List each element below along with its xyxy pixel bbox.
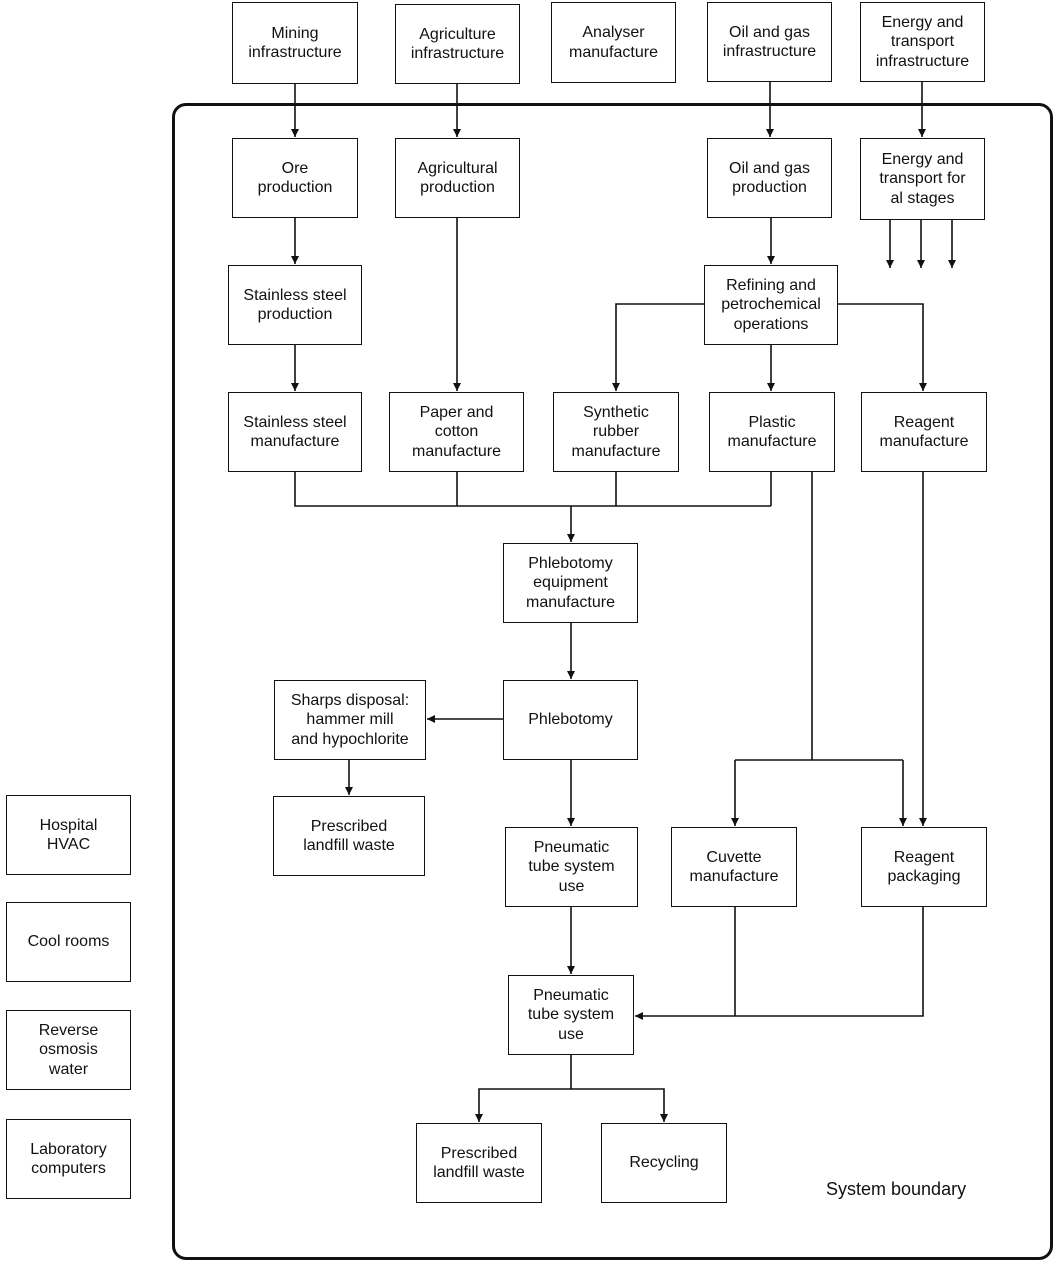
arrow-connector	[635, 907, 924, 1020]
node-label: Oil and gas infrastructure	[722, 23, 817, 61]
node-label: Paper and cotton manufacture	[412, 403, 501, 460]
line-connector	[294, 472, 771, 507]
node-label: Stainless steel production	[243, 286, 347, 324]
node-label: Plastic manufacture	[727, 413, 817, 451]
node-label: Phlebotomy equipment manufacture	[526, 554, 615, 611]
node-label: Reagent packaging	[887, 848, 961, 886]
node-prescribed-landfill-waste-2: Prescribed landfill waste	[416, 1123, 542, 1203]
node-label: Ore production	[257, 159, 333, 197]
node-label: Agricultural production	[417, 159, 498, 197]
node-ore-production: Ore production	[232, 138, 358, 218]
node-oil-gas-infra: Oil and gas infrastructure	[707, 2, 832, 82]
node-label: Prescribed landfill waste	[433, 1144, 525, 1182]
node-oil-gas-production: Oil and gas production	[707, 138, 832, 218]
system-boundary-label: System boundary	[826, 1179, 967, 1199]
node-pneumatic-tube-use-2: Pneumatic tube system use	[508, 975, 634, 1055]
node-label: Hospital HVAC	[39, 816, 98, 854]
node-refining-petrochemical: Refining and petrochemical operations	[704, 265, 838, 345]
node-label: Oil and gas production	[729, 159, 810, 197]
node-synthetic-rubber-manufacture: Synthetic rubber manufacture	[553, 392, 679, 472]
node-phlebotomy-equipment-manufacture: Phlebotomy equipment manufacture	[503, 543, 638, 623]
node-label: Stainless steel manufacture	[243, 413, 347, 451]
node-energy-transport-stages: Energy and transport for al stages	[860, 138, 985, 220]
node-paper-cotton-manufacture: Paper and cotton manufacture	[389, 392, 524, 472]
node-energy-transport-infra: Energy and transport infrastructure	[860, 2, 985, 82]
node-label: Energy and transport for al stages	[879, 150, 966, 207]
node-sharps-disposal: Sharps disposal: hammer mill and hypochl…	[274, 680, 426, 760]
node-label: Reverse osmosis water	[38, 1021, 99, 1078]
node-label: Synthetic rubber manufacture	[571, 403, 661, 460]
node-label: Phlebotomy	[528, 711, 613, 729]
node-label: Recycling	[629, 1154, 699, 1172]
node-laboratory-computers: Laboratory computers	[6, 1119, 131, 1199]
node-label: Sharps disposal: hammer mill and hypochl…	[290, 691, 410, 748]
system-boundary	[172, 103, 1053, 1260]
node-label: Analyser manufacture	[569, 24, 658, 61]
node-reverse-osmosis-water: Reverse osmosis water	[6, 1010, 131, 1090]
node-label: Mining infrastructure	[248, 24, 342, 62]
node-label: Laboratory computers	[30, 1140, 107, 1178]
arrow-connector	[571, 1088, 668, 1122]
node-prescribed-landfill-waste-1: Prescribed landfill waste	[273, 796, 425, 876]
node-reagent-packaging: Reagent packaging	[861, 827, 987, 907]
node-label: Cuvette manufacture	[689, 848, 779, 886]
node-label: Cool rooms	[27, 933, 110, 951]
node-agricultural-production: Agricultural production	[395, 138, 520, 218]
arrow-connector	[612, 303, 704, 391]
node-analyser-manufacture: Analyser manufacture	[551, 2, 676, 83]
node-label: Pneumatic tube system use	[527, 986, 615, 1043]
node-plastic-manufacture: Plastic manufacture	[709, 392, 835, 472]
node-label: Energy and transport infrastructure	[875, 13, 970, 70]
node-recycling: Recycling	[601, 1123, 727, 1203]
node-mining-infra: Mining infrastructure	[232, 2, 358, 84]
node-label: Refining and petrochemical operations	[721, 276, 821, 333]
node-pneumatic-tube-use-1: Pneumatic tube system use	[505, 827, 638, 907]
node-reagent-manufacture: Reagent manufacture	[861, 392, 987, 472]
node-cuvette-manufacture: Cuvette manufacture	[671, 827, 797, 907]
node-label: Prescribed landfill waste	[303, 817, 395, 855]
node-label: Agriculture infrastructure	[410, 25, 505, 63]
arrow-connector	[838, 303, 927, 391]
node-stainless-steel-production: Stainless steel production	[228, 265, 362, 345]
node-cool-rooms: Cool rooms	[6, 902, 131, 982]
node-phlebotomy: Phlebotomy	[503, 680, 638, 760]
node-agri-infra: Agriculture infrastructure	[395, 4, 520, 84]
node-label: Reagent manufacture	[879, 413, 969, 451]
node-label: Pneumatic tube system use	[528, 838, 615, 895]
arrow-connector	[475, 1055, 572, 1122]
node-stainless-steel-manufacture: Stainless steel manufacture	[228, 392, 362, 472]
node-hospital-hvac: Hospital HVAC	[6, 795, 131, 875]
